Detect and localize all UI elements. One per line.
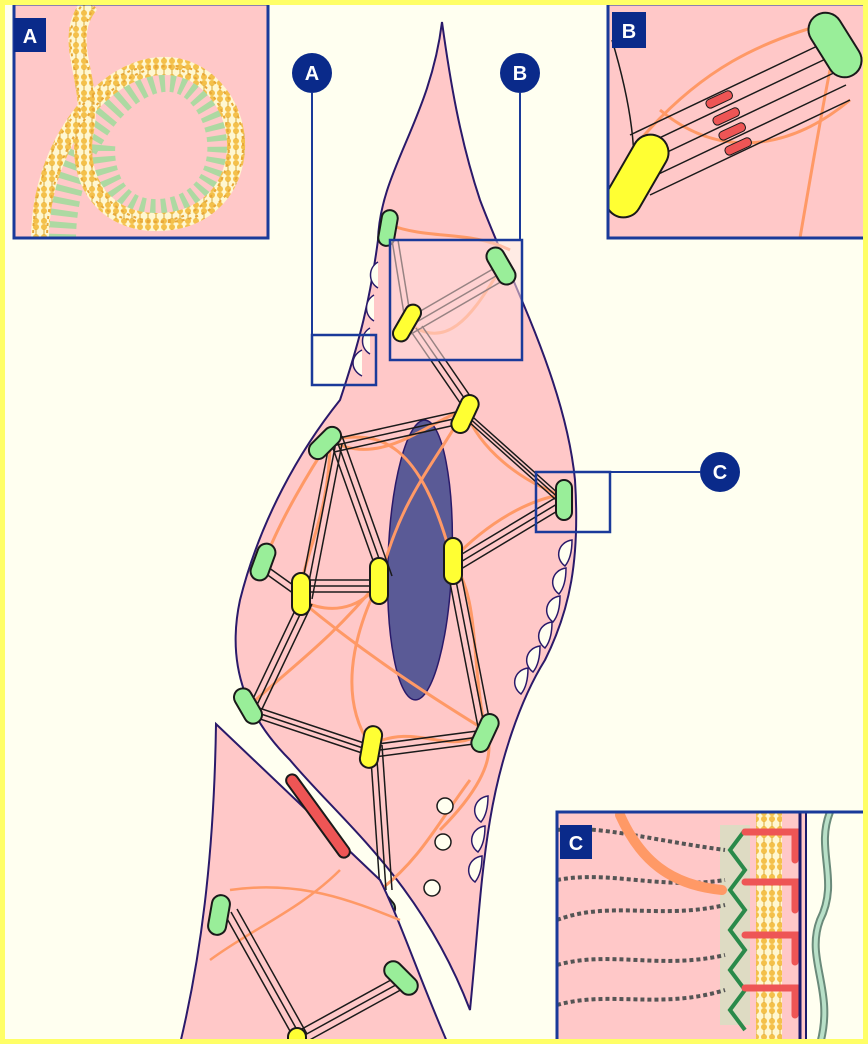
- marker-a-text: A: [305, 63, 319, 85]
- inset-c-membrane: [756, 812, 782, 1044]
- marker-b-text: B: [513, 63, 527, 85]
- inset-a: [14, 4, 268, 240]
- inset-b-tag-text: B: [622, 21, 636, 43]
- inset-c: [557, 812, 866, 1044]
- inset-a-tag-text: A: [23, 26, 37, 48]
- inset-c-tag-text: C: [569, 833, 583, 855]
- marker-c-text: C: [713, 462, 727, 484]
